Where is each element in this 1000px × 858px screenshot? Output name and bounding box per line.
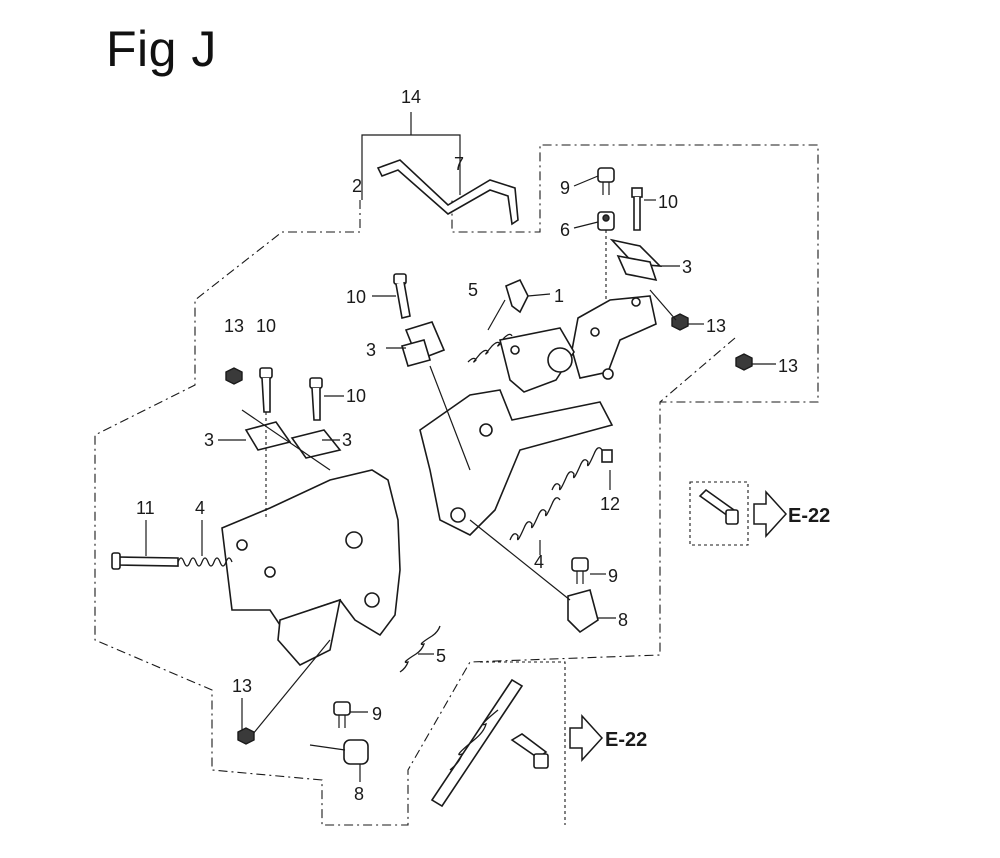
- callout-3-center: 3: [366, 340, 376, 360]
- callout-1: 1: [554, 286, 564, 306]
- callout-5-upper: 5: [468, 280, 478, 300]
- callout-9-bottom: 9: [372, 704, 382, 724]
- callout-7: 7: [454, 154, 464, 174]
- callout-8-bottom: 8: [354, 784, 364, 804]
- upper-right-subassembly: [571, 167, 753, 379]
- callout-4-left: 4: [195, 498, 205, 518]
- callout-13-bottom: 13: [232, 676, 252, 696]
- reference-label-2[interactable]: E-22: [605, 729, 647, 751]
- callout-8-right: 8: [618, 610, 628, 630]
- callout-3-left: 3: [204, 430, 214, 450]
- callout-numbers: 14 2 7 9 10 6 3 13 13 10 5 1 3 13 10 10 …: [136, 87, 798, 804]
- callout-9-right: 9: [608, 566, 618, 586]
- callout-11: 11: [136, 498, 155, 518]
- upper-bracket-group-boundary: [659, 337, 736, 403]
- callout-10-center: 10: [346, 287, 366, 307]
- reference-arrow-1[interactable]: [753, 490, 788, 538]
- callout-12: 12: [600, 494, 620, 514]
- callout-3-top-right: 3: [682, 257, 692, 277]
- callout-4-right: 4: [534, 552, 544, 572]
- callout-10-left-right: 10: [346, 386, 366, 406]
- assembly-boundary: [94, 144, 819, 826]
- callout-leaders: [145, 175, 776, 782]
- callout-3-left-right: 3: [342, 430, 352, 450]
- callout-13-left: 13: [224, 316, 244, 336]
- center-arm-assembly: [393, 273, 614, 536]
- figure-title: Fig J: [106, 21, 217, 77]
- reference-arrow-2[interactable]: [569, 714, 604, 762]
- callout-13-right-lower: 13: [778, 356, 798, 376]
- reference-inset-box: [689, 481, 749, 546]
- callout-5-lower: 5: [436, 646, 446, 666]
- lower-parts-group: [309, 625, 441, 765]
- right-spring-group: [469, 447, 613, 634]
- callout-14: 14: [401, 87, 421, 107]
- callout-10-left: 10: [256, 316, 276, 336]
- reference-label-1[interactable]: E-22: [788, 505, 830, 527]
- lower-inset: [430, 661, 566, 825]
- callout-10-top: 10: [658, 192, 678, 212]
- callout-9-top: 9: [560, 178, 570, 198]
- callout-2: 2: [352, 176, 362, 196]
- callout-6: 6: [560, 220, 570, 240]
- left-control-bracket: [111, 367, 401, 745]
- callout-13-right-upper: 13: [706, 316, 726, 336]
- governor-rod-group: [361, 112, 519, 226]
